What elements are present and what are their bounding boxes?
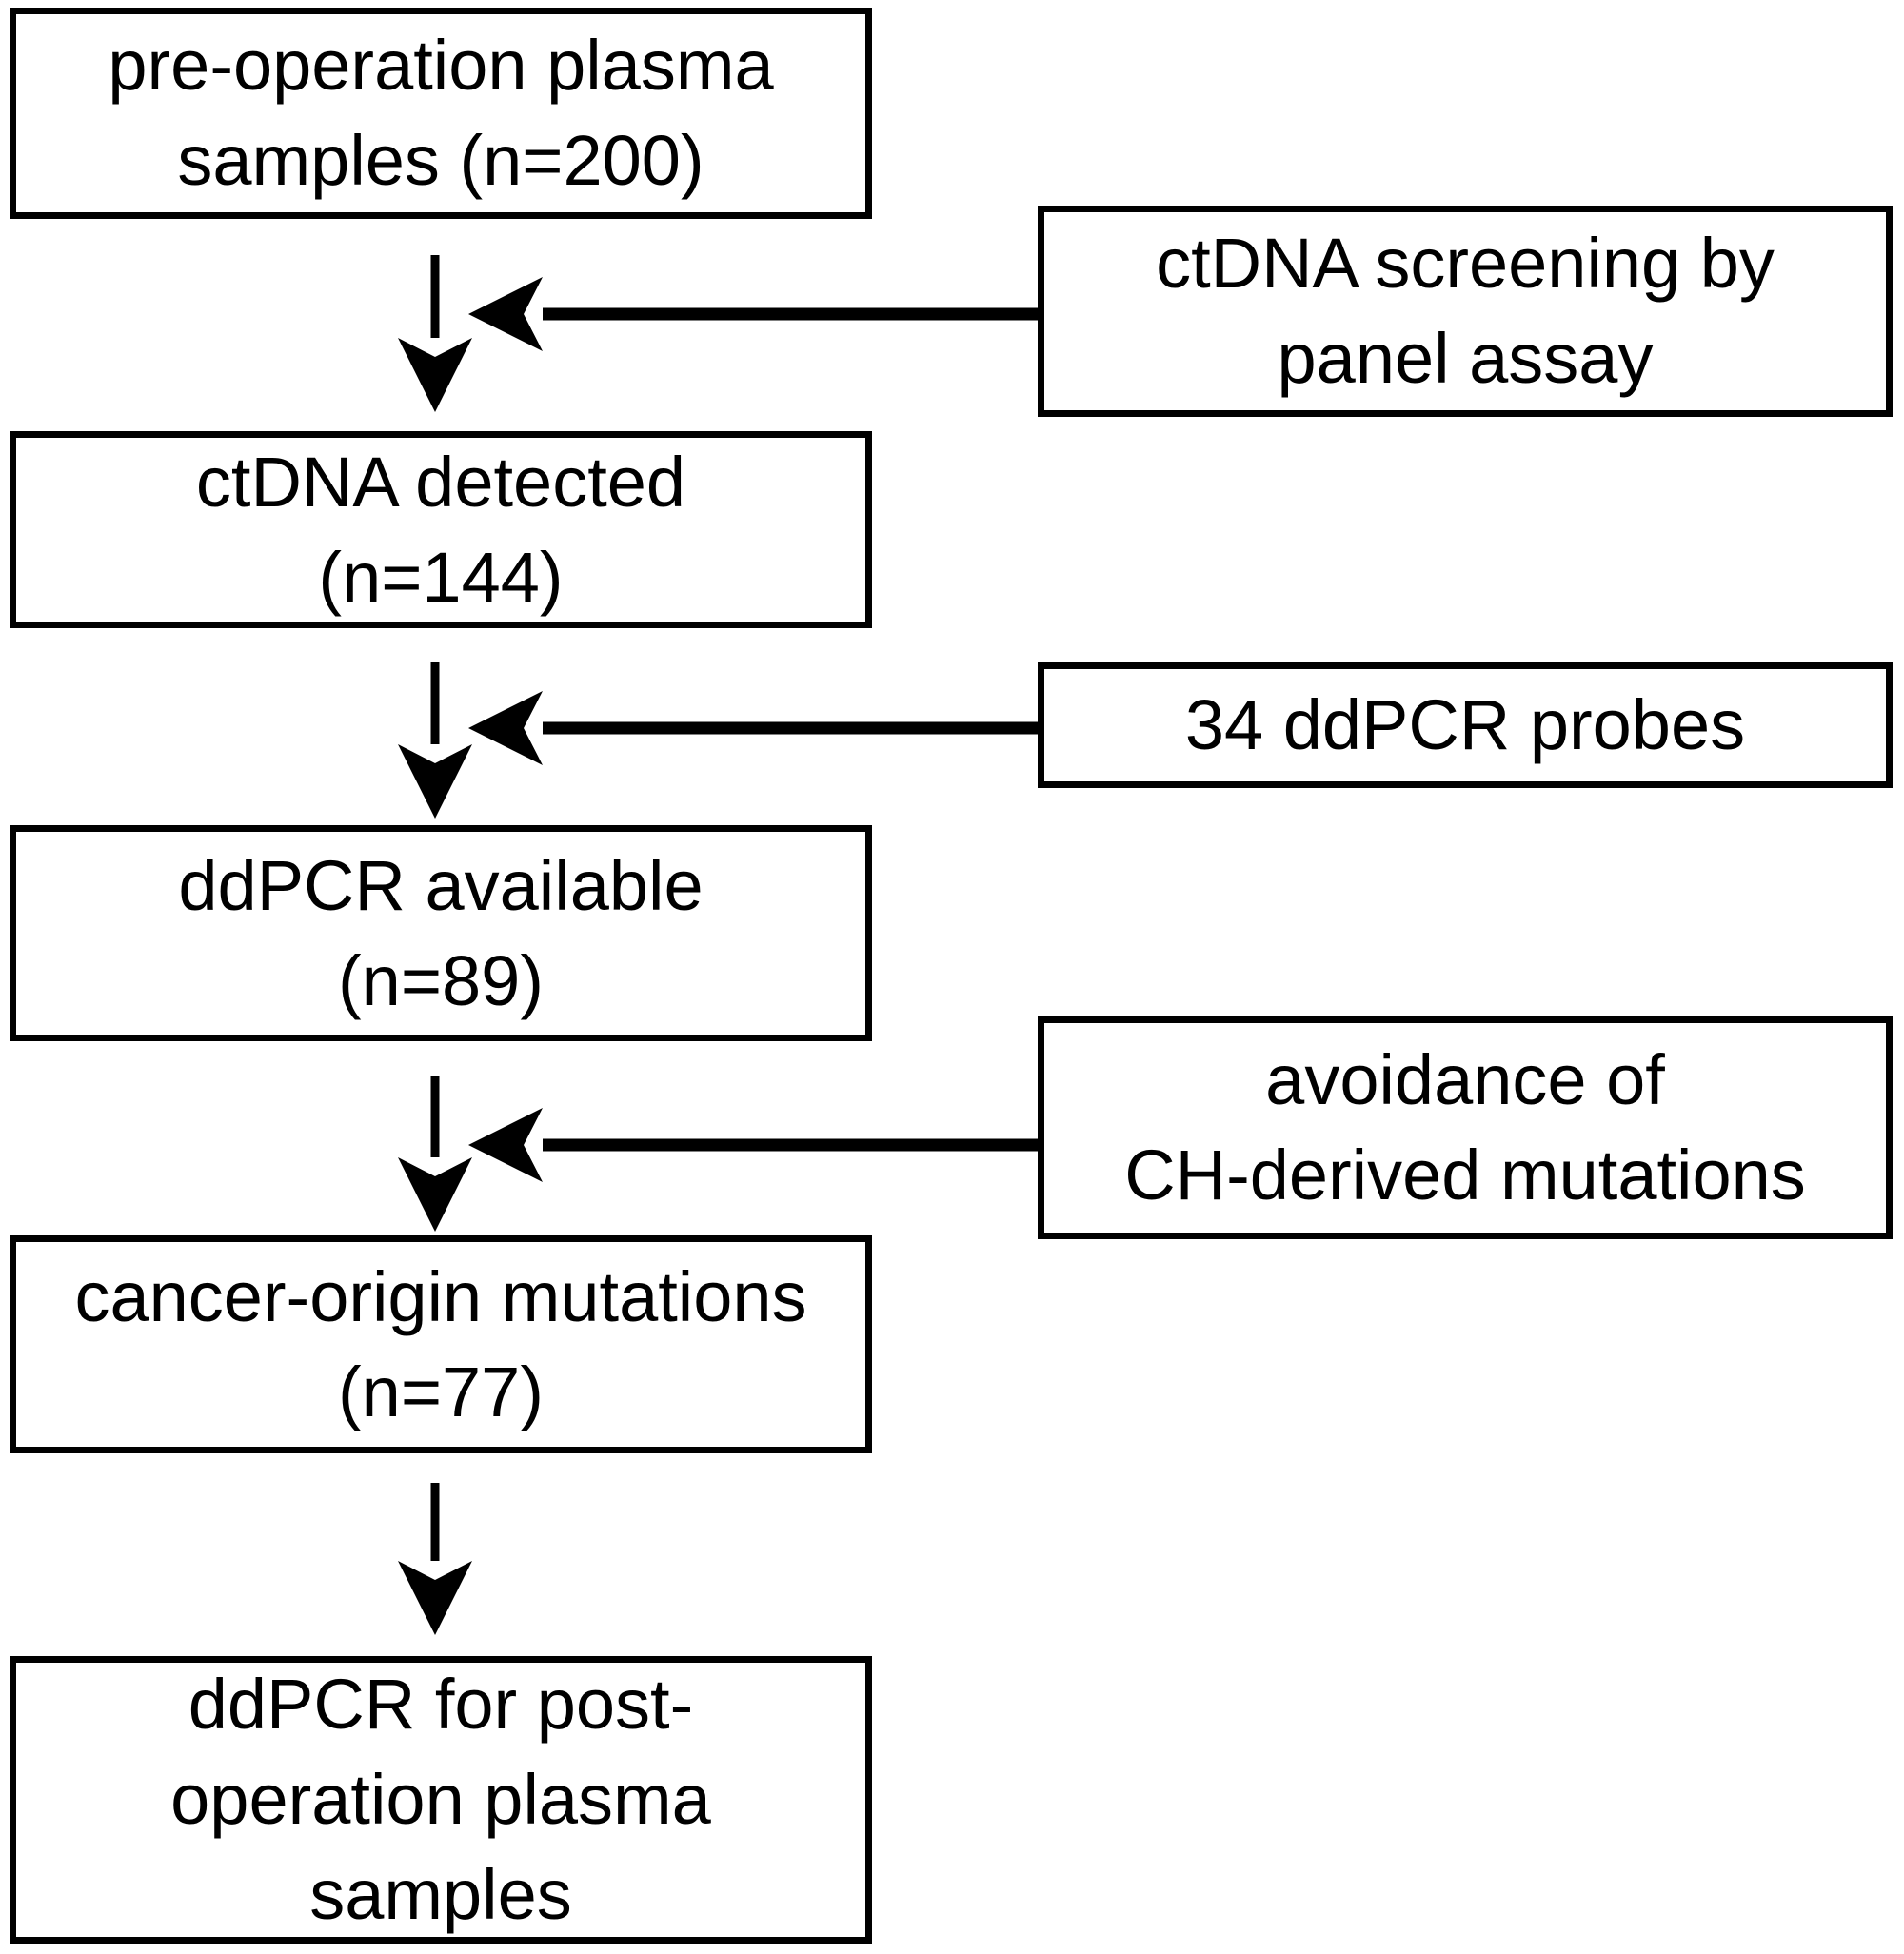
flow-box-pre-op-samples: pre-operation plasma samples (n=200) xyxy=(10,8,872,219)
side-box-ch-avoidance: avoidance of CH-derived mutations xyxy=(1038,1016,1893,1239)
flow-box-label: pre-operation plasma samples (n=200) xyxy=(108,26,774,200)
flow-box-ddpcr-post-op: ddPCR for post- operation plasma samples xyxy=(10,1656,872,1944)
flow-box-ddpcr-available: ddPCR available (n=89) xyxy=(10,825,872,1041)
flow-box-label: ddPCR available (n=89) xyxy=(178,845,704,1020)
flow-box-cancer-origin-mutations: cancer-origin mutations (n=77) xyxy=(10,1235,872,1453)
flow-box-label: cancer-origin mutations (n=77) xyxy=(74,1256,807,1431)
side-box-label: 34 ddPCR probes xyxy=(1184,685,1746,764)
flow-box-label: ddPCR for post- operation plasma samples xyxy=(170,1665,711,1934)
side-box-ddpcr-probes: 34 ddPCR probes xyxy=(1038,662,1893,788)
side-box-label: ctDNA screening by panel assay xyxy=(1156,224,1775,398)
side-box-panel-assay: ctDNA screening by panel assay xyxy=(1038,206,1893,417)
flow-box-ctdna-detected: ctDNA detected (n=144) xyxy=(10,431,872,628)
flow-box-label: ctDNA detected (n=144) xyxy=(195,442,686,617)
side-box-label: avoidance of CH-derived mutations xyxy=(1124,1040,1806,1214)
